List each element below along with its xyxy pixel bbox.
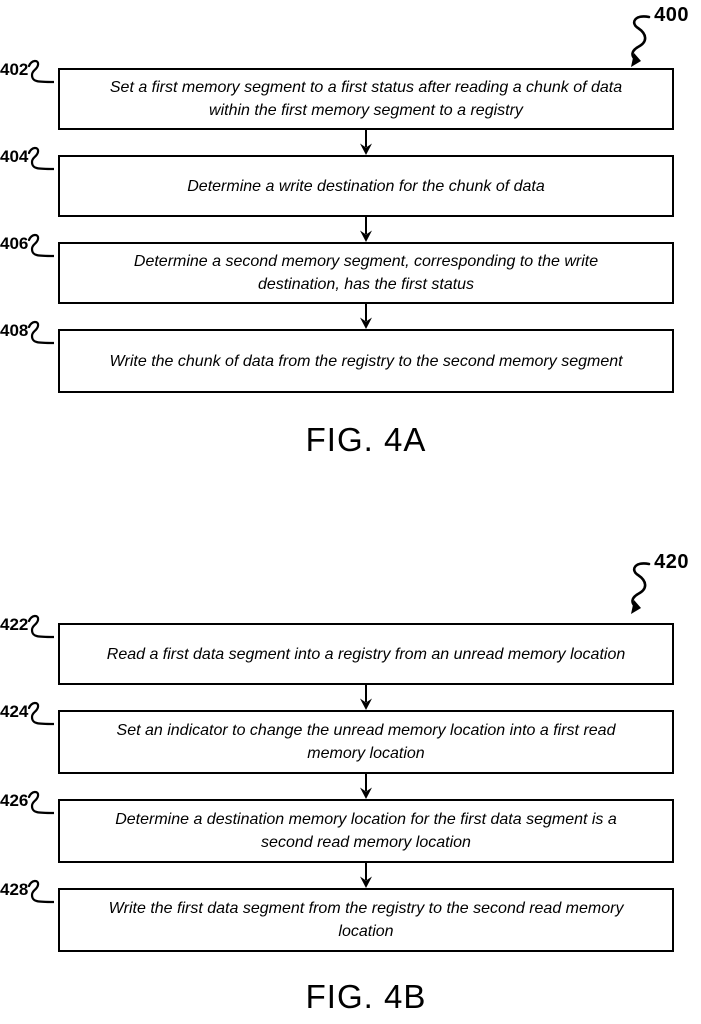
down-arrow-icon: [360, 304, 372, 329]
process-box: Read a first data segment into a registr…: [58, 623, 674, 685]
down-arrow-icon: [360, 217, 372, 242]
flow-step-428: 428 Write the first data segment from th…: [0, 879, 674, 952]
step-ref-label: 424: [0, 701, 58, 729]
step-number: 404: [0, 147, 29, 166]
down-arrow-icon: [360, 130, 372, 155]
down-arrow-icon: [360, 685, 372, 710]
step-number: 402: [0, 60, 29, 79]
step-number: 424: [0, 702, 29, 721]
process-box: Write the first data segment from the re…: [58, 888, 674, 952]
process-box-text: Write the first data segment from the re…: [108, 900, 624, 940]
flow-arrow: [58, 863, 674, 888]
process-box: Set a first memory segment to a first st…: [58, 68, 674, 130]
label-connector-line: [28, 59, 55, 84]
step-number: 422: [0, 615, 29, 634]
squiggle-arrow-icon: [631, 562, 651, 614]
flow-arrow: [58, 130, 674, 155]
step-number: 406: [0, 234, 29, 253]
flow-step-402: 402 Set a first memory segment to a firs…: [0, 59, 674, 130]
step-ref-label: 422: [0, 614, 58, 642]
process-box: Determine a write destination for the ch…: [58, 155, 674, 217]
step-ref-label: 406: [0, 233, 58, 261]
figure-caption: FIG. 4A: [305, 421, 427, 458]
label-connector-line: [28, 879, 55, 904]
process-box-text: Determine a destination memory location …: [115, 811, 617, 851]
flow-arrow: [58, 774, 674, 799]
label-connector-line: [28, 701, 55, 726]
process-box-text: Set an indicator to change the unread me…: [116, 722, 616, 762]
step-number: 426: [0, 791, 29, 810]
step-ref-label: 408: [0, 320, 58, 348]
process-box-text: Read a first data segment into a registr…: [106, 645, 626, 663]
figure-4a: 400 402 Set a first memory segment to a …: [0, 0, 701, 459]
process-box-text: Determine a write destination for the ch…: [187, 177, 545, 195]
down-arrow-icon: [360, 774, 372, 799]
step-number: 428: [0, 880, 29, 899]
flow-step-424: 424 Set an indicator to change the unrea…: [0, 701, 674, 774]
process-box: Determine a second memory segment, corre…: [58, 242, 674, 304]
flow-arrow: [58, 304, 674, 329]
label-connector-line: [28, 614, 55, 639]
process-box: Write the chunk of data from the registr…: [58, 329, 674, 393]
flow-step-426: 426 Determine a destination memory locat…: [0, 790, 674, 863]
step-ref-label: 402: [0, 59, 58, 87]
figure-reference-number: 420: [654, 551, 689, 573]
down-arrow-icon: [360, 863, 372, 888]
flow-step-404: 404 Determine a write destination for th…: [0, 146, 674, 217]
process-box-text: Determine a second memory segment, corre…: [133, 253, 599, 293]
flow-step-422: 422 Read a first data segment into a reg…: [0, 614, 674, 685]
flow-arrow: [58, 217, 674, 242]
flow-arrow: [58, 685, 674, 710]
label-connector-line: [28, 790, 55, 815]
step-number: 408: [0, 321, 29, 340]
process-box-text: Write the chunk of data from the registr…: [109, 352, 623, 370]
process-box-text: Set a first memory segment to a first st…: [109, 79, 623, 119]
label-connector-line: [28, 320, 55, 345]
process-box: Determine a destination memory location …: [58, 799, 674, 863]
process-box: Set an indicator to change the unread me…: [58, 710, 674, 774]
figure-4a-reference-callout: 400: [625, 4, 689, 67]
flow-step-408: 408 Write the chunk of data from the reg…: [0, 320, 674, 393]
flow-step-406: 406 Determine a second memory segment, c…: [0, 233, 674, 304]
figure-reference-number: 400: [654, 4, 689, 26]
step-ref-label: 428: [0, 879, 58, 907]
figure-caption: FIG. 4B: [305, 978, 427, 1015]
squiggle-arrow-icon: [631, 15, 651, 67]
figure-4b-reference-callout: 420: [625, 551, 689, 614]
step-ref-label: 426: [0, 790, 58, 818]
label-connector-line: [28, 233, 55, 258]
step-ref-label: 404: [0, 146, 58, 174]
figure-4b: 420 422 Read a first data segment into a…: [0, 547, 701, 1016]
label-connector-line: [28, 146, 55, 171]
